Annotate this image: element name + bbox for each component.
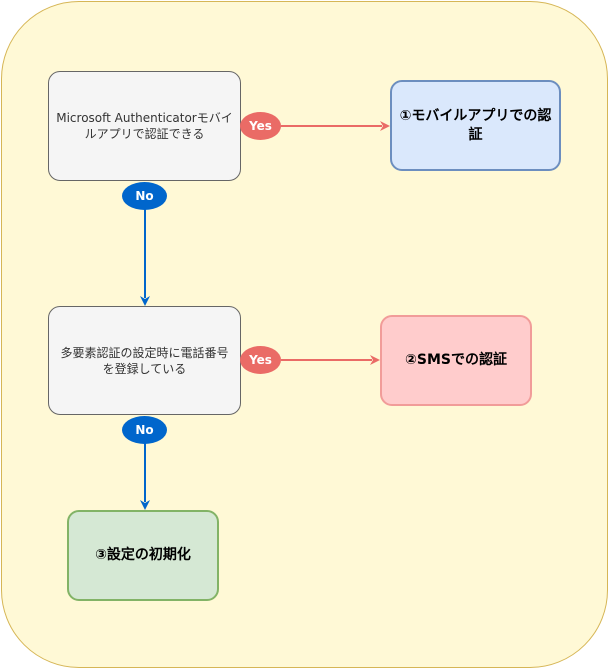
result-sms-auth-label: ②SMSでの認証 (405, 352, 507, 368)
yes-badge-1: Yes (240, 112, 281, 140)
decision-authenticator-app: Microsoft Authenticatorモバイルアプリで認証できる (48, 71, 241, 181)
yes-edge-2-arrow (370, 355, 380, 365)
result-mobile-app-auth: ①モバイルアプリでの認証 (390, 80, 561, 171)
yes-badge-2-label: Yes (249, 353, 272, 367)
result-sms-auth: ②SMSでの認証 (380, 315, 532, 406)
yes-badge-2: Yes (240, 346, 281, 374)
result-reset-settings: ③設定の初期化 (67, 510, 219, 601)
result-reset-settings-label: ③設定の初期化 (95, 547, 191, 563)
no-badge-2: No (122, 416, 167, 444)
decision-phone-registered-label: 多要素認証の設定時に電話番号を登録している (60, 345, 229, 376)
yes-badge-1-label: Yes (249, 119, 272, 133)
no-badge-2-label: No (135, 423, 154, 437)
decision-authenticator-app-label: Microsoft Authenticatorモバイルアプリで認証できる (56, 111, 233, 141)
no-edge-2-arrow (140, 500, 150, 510)
yes-edge-1-arrow (380, 121, 390, 131)
result-mobile-app-auth-label: ①モバイルアプリでの認証 (399, 107, 552, 143)
no-edge-1-arrow (140, 296, 150, 306)
no-badge-1: No (122, 182, 167, 210)
decision-phone-registered: 多要素認証の設定時に電話番号を登録している (48, 306, 241, 415)
no-badge-1-label: No (135, 189, 154, 203)
